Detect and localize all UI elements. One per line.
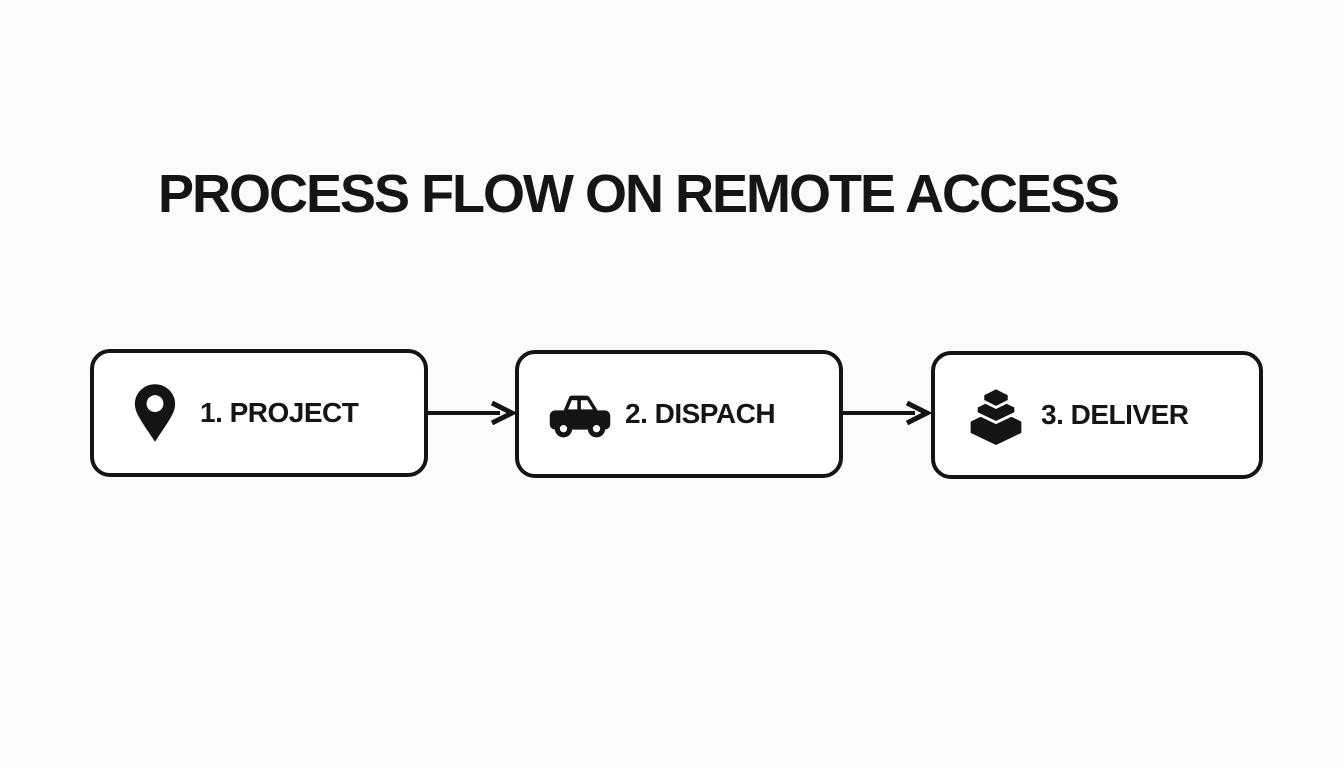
flow-step-deliver: 3. DELIVER xyxy=(931,351,1263,479)
location-pin-icon xyxy=(122,380,188,446)
flow-step-label: 1. PROJECT xyxy=(200,397,359,428)
car-icon xyxy=(547,381,613,447)
arrow-right-connector xyxy=(428,401,516,425)
arrow-right-connector xyxy=(843,401,931,425)
flow-step-label: 2. DISPACH xyxy=(625,398,776,429)
diagram-title: PROCESS FLOW ON REMOTE ACCESS xyxy=(158,164,1120,224)
package-stack-icon xyxy=(963,382,1029,448)
flow-step-project: 1. PROJECT xyxy=(90,349,428,477)
flow-step-label: 3. DELIVER xyxy=(1041,399,1189,430)
flow-step-dispach: 2. DISPACH xyxy=(515,350,843,478)
